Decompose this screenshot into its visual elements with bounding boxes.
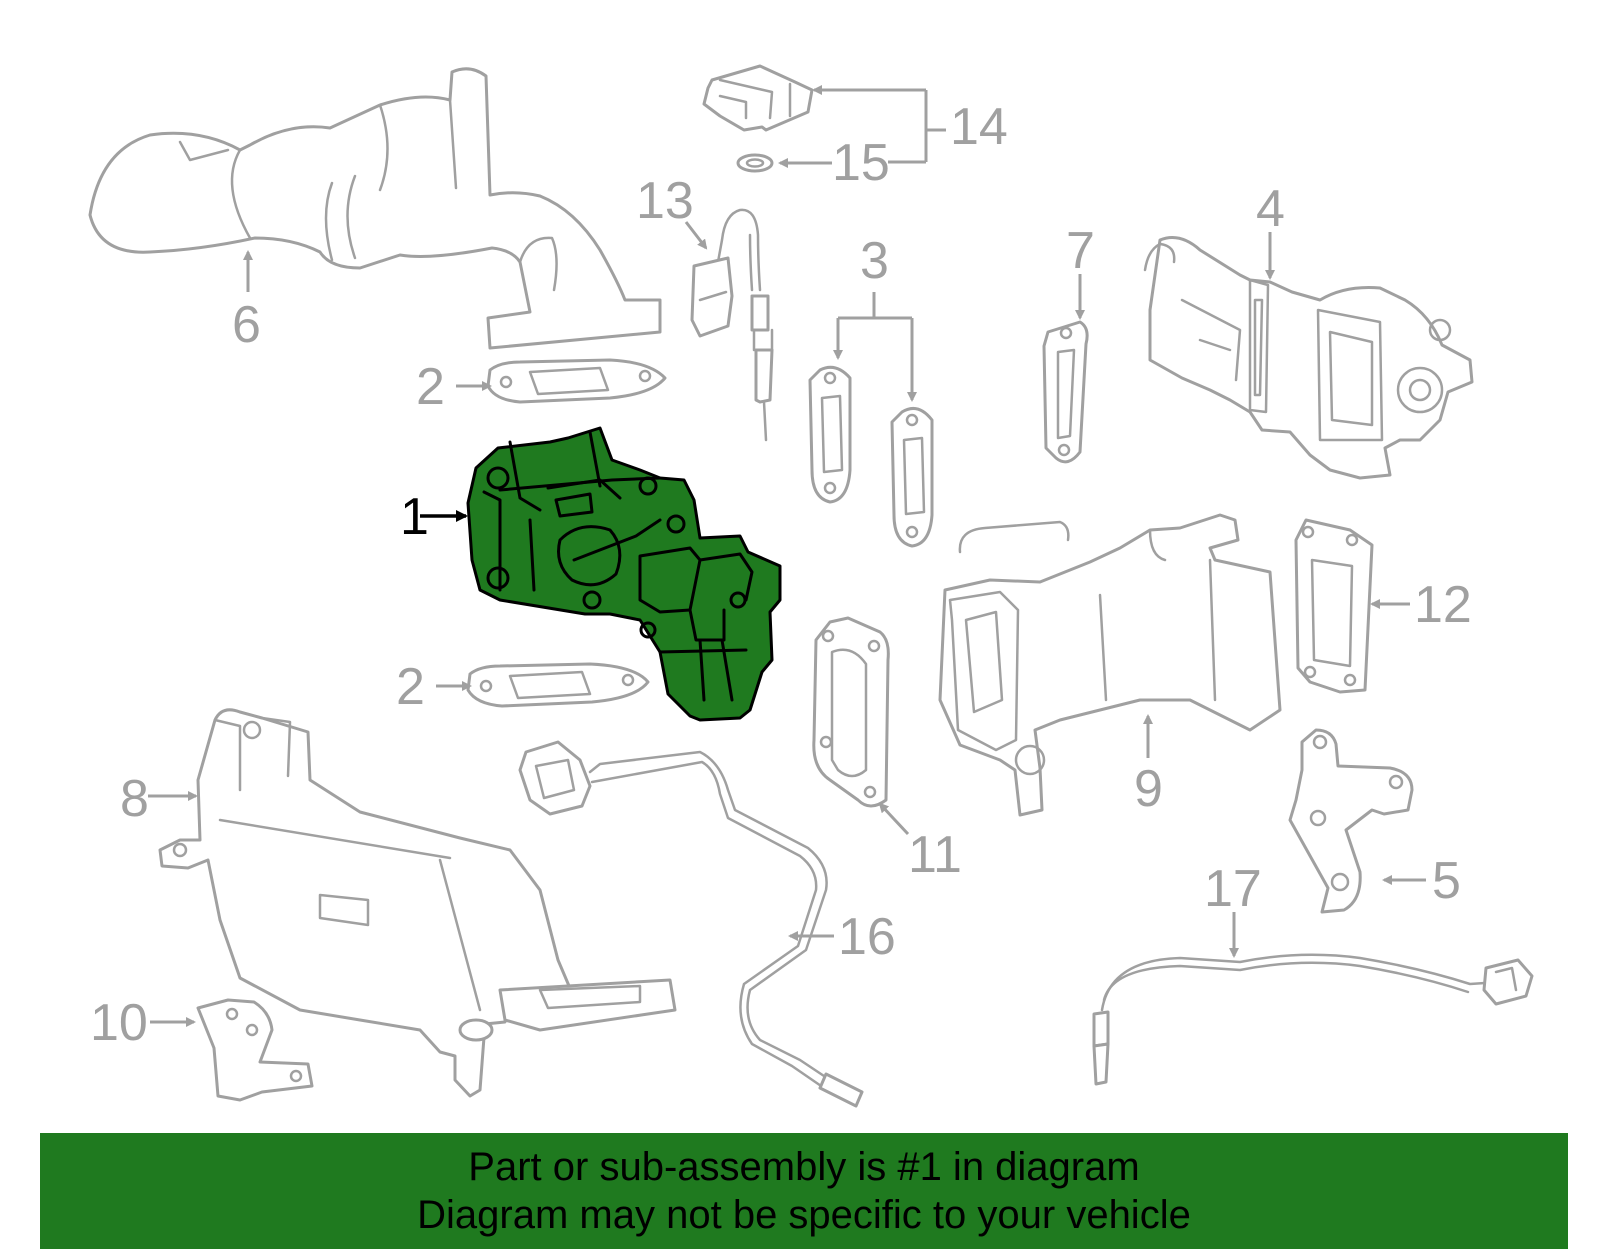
callout-3: 3 <box>860 232 889 290</box>
callout-1: 1 <box>400 488 429 546</box>
part-5-bracket <box>1288 728 1414 914</box>
part-17-temperature-sensor <box>1092 953 1534 1086</box>
part-16-pressure-sensor <box>518 740 864 1108</box>
callout-12: 12 <box>1414 576 1472 634</box>
leader-13 <box>684 221 708 250</box>
footer-banner: Part or sub-assembly is #1 in diagram Di… <box>40 1133 1568 1249</box>
part-3-gasket-right <box>890 406 934 548</box>
callout-2-lower: 2 <box>396 658 425 716</box>
leader-lines <box>148 85 1426 1027</box>
callout-5: 5 <box>1432 852 1461 910</box>
leader-11 <box>878 802 910 836</box>
callout-14: 14 <box>950 98 1008 156</box>
callout-4: 4 <box>1256 180 1285 238</box>
callout-2-upper: 2 <box>416 358 445 416</box>
footer-line-2: Diagram may not be specific to your vehi… <box>417 1193 1191 1237</box>
part-11-gasket <box>812 616 890 808</box>
part-12-gasket <box>1294 518 1374 694</box>
callout-15: 15 <box>832 134 890 192</box>
callout-10: 10 <box>90 994 148 1052</box>
footer-line-1: Part or sub-assembly is #1 in diagram <box>468 1145 1140 1189</box>
part-4-egr-valve <box>1143 236 1474 480</box>
part-9-egr-cooler <box>938 513 1282 817</box>
part-7-gasket <box>1042 320 1089 464</box>
callout-11: 11 <box>908 826 962 884</box>
callout-9: 9 <box>1134 760 1163 818</box>
part-14-pressure-sensor <box>702 64 814 132</box>
callout-6: 6 <box>232 296 261 354</box>
part-2-lower-gasket <box>466 662 650 708</box>
callout-8: 8 <box>120 770 149 828</box>
callout-7: 7 <box>1066 222 1095 280</box>
part-10-bracket <box>196 998 314 1102</box>
part-2-upper-gasket <box>486 358 667 404</box>
callout-13: 13 <box>636 172 694 230</box>
part-15-washer <box>736 153 774 173</box>
part-8-flange <box>458 978 677 1042</box>
part-6-intake-pipe <box>88 67 662 350</box>
part-3-gasket-left <box>808 365 852 504</box>
callout-16: 16 <box>838 908 896 966</box>
part-13-temperature-sensor <box>690 208 774 442</box>
callout-17: 17 <box>1204 860 1262 918</box>
part-1-egr-valve-highlighted <box>466 426 782 722</box>
callout-labels: 1 2 2 3 4 5 6 7 8 9 10 11 12 13 14 15 16… <box>90 98 1472 1052</box>
